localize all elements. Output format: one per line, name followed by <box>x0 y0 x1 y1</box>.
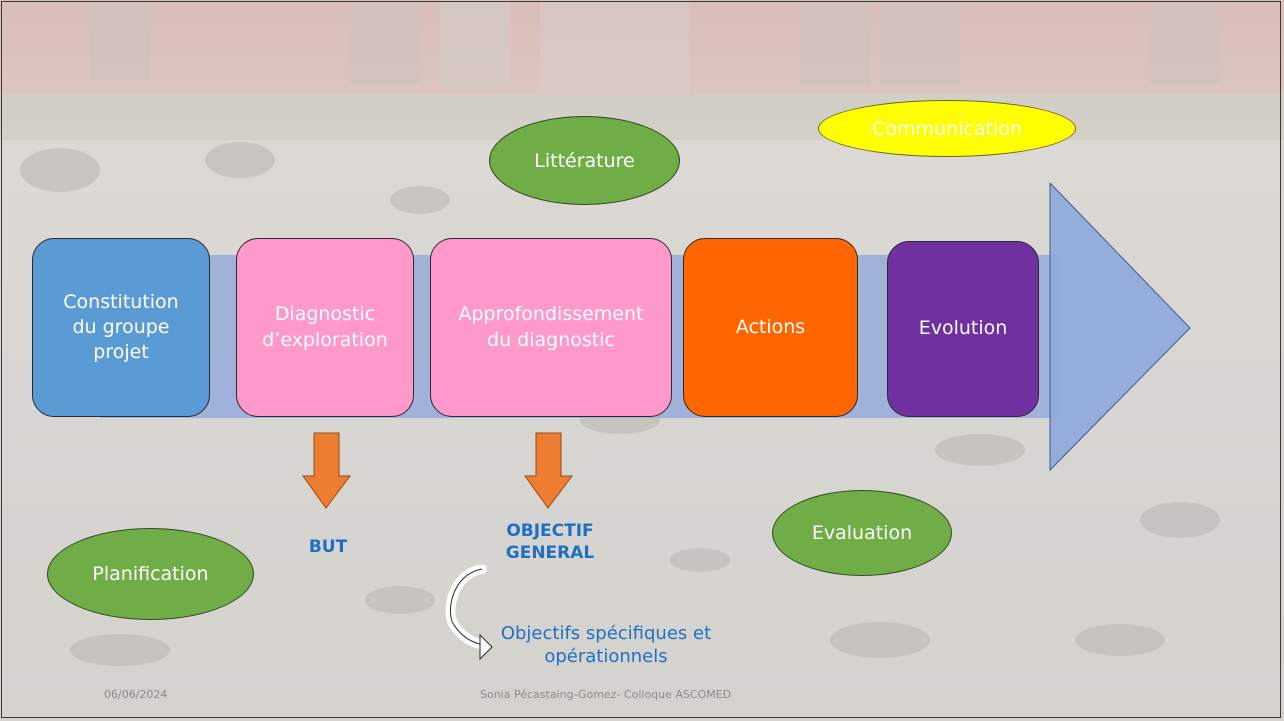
step-evolution-label: Evolution <box>918 317 1008 340</box>
process-arrow-head <box>1049 183 1191 472</box>
step-constitution: Constitution du groupe projet <box>32 238 210 417</box>
step-actions: Actions <box>683 238 858 417</box>
step-actions-label: Actions <box>735 315 806 338</box>
step-approfondissement-label: Approfondissement du diagnostic <box>458 303 644 351</box>
label-objectif-general: OBJECTIF GENERAL <box>505 521 595 564</box>
step-diagnostic-exploration-label: Diagnostic d’exploration <box>262 303 388 351</box>
arrow-to-but <box>302 432 351 509</box>
arrow-to-objectif-general <box>524 432 573 509</box>
ellipse-planification: Planification <box>47 528 254 620</box>
label-objectifs-specifiques: Objectifs spécifiques et opérationnels <box>500 623 712 668</box>
curved-arrow-icon <box>445 565 493 661</box>
ellipse-litterature: Littérature <box>489 116 680 205</box>
label-but: BUT <box>308 537 348 557</box>
footer-date: 06/06/2024 <box>104 688 168 701</box>
footer-author: Sonia Pécastaing-Gomez- Colloque ASCOMED <box>480 688 732 701</box>
step-approfondissement: Approfondissement du diagnostic <box>430 238 672 417</box>
ellipse-communication: Communication <box>818 100 1076 157</box>
step-diagnostic-exploration: Diagnostic d’exploration <box>236 238 414 417</box>
step-constitution-label: Constitution du groupe projet <box>63 290 179 364</box>
step-evolution: Evolution <box>887 241 1039 417</box>
ellipse-evaluation: Evaluation <box>772 490 952 576</box>
